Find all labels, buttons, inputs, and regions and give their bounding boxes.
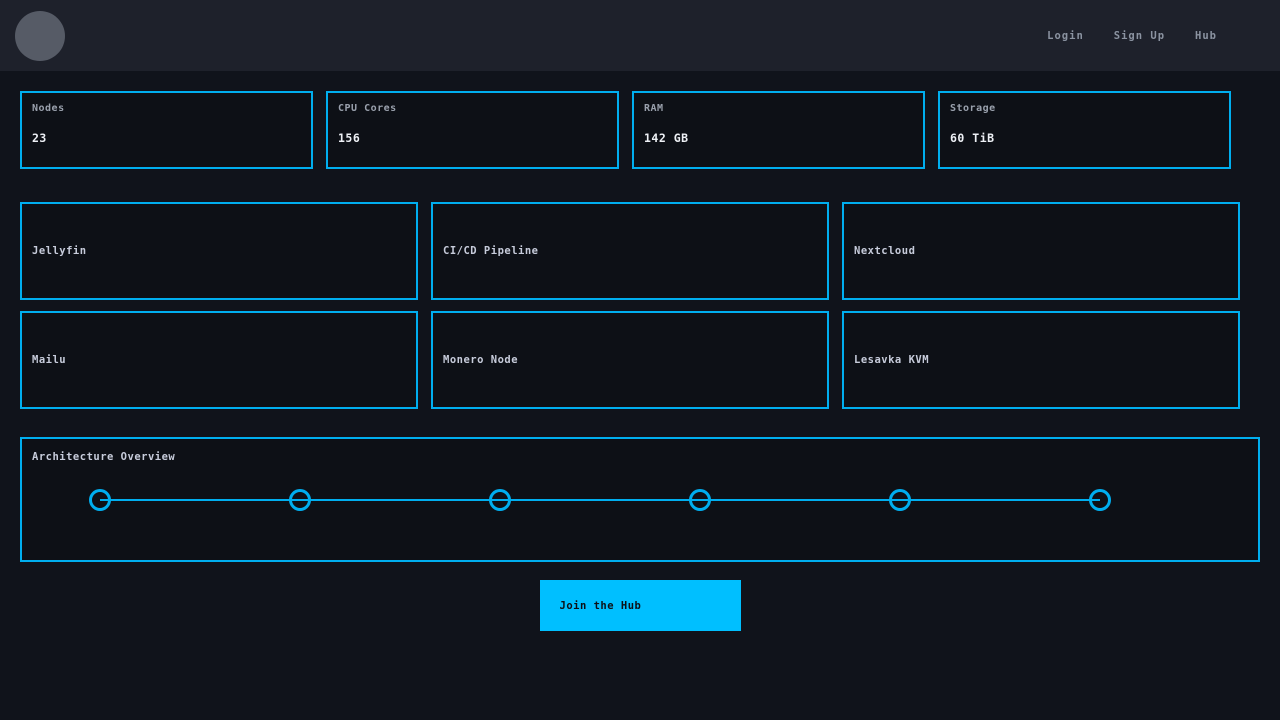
services-grid: Jellyfin CI/CD Pipeline Nextcloud Mailu …	[20, 202, 1240, 409]
connector-line	[100, 499, 1100, 501]
architecture-node	[89, 489, 111, 511]
architecture-title: Architecture Overview	[32, 451, 176, 463]
service-name: Mailu	[32, 354, 67, 366]
navbar: Login Sign Up Hub	[0, 0, 1280, 71]
nav-links: Login Sign Up Hub	[1047, 30, 1217, 42]
main-content: Nodes 23 CPU Cores 156 RAM 142 GB Storag…	[0, 91, 1280, 631]
logo-avatar[interactable]	[15, 10, 65, 61]
service-name: Jellyfin	[32, 245, 87, 257]
service-name: Monero Node	[443, 354, 519, 366]
stat-value: 60 TiB	[950, 131, 995, 145]
stat-card-storage: Storage 60 TiB	[938, 91, 1231, 169]
stat-label: Nodes	[32, 103, 65, 114]
architecture-node	[889, 489, 911, 511]
stat-value: 142 GB	[644, 131, 689, 145]
service-name: Nextcloud	[854, 245, 916, 257]
service-card-monero-node[interactable]: Monero Node	[431, 311, 829, 409]
service-name: Lesavka KVM	[854, 354, 930, 366]
stat-card-nodes: Nodes 23	[20, 91, 313, 169]
architecture-node	[289, 489, 311, 511]
architecture-overview-panel: Architecture Overview	[20, 437, 1260, 562]
stat-value: 23	[32, 131, 47, 145]
service-card-cicd-pipeline[interactable]: CI/CD Pipeline	[431, 202, 829, 300]
join-hub-button[interactable]: Join the Hub	[539, 580, 741, 631]
service-card-jellyfin[interactable]: Jellyfin	[20, 202, 418, 300]
stats-row: Nodes 23 CPU Cores 156 RAM 142 GB Storag…	[20, 91, 1280, 169]
service-card-nextcloud[interactable]: Nextcloud	[842, 202, 1240, 300]
nav-link-signup[interactable]: Sign Up	[1113, 29, 1166, 42]
service-card-lesavka-kvm[interactable]: Lesavka KVM	[842, 311, 1240, 409]
service-name: CI/CD Pipeline	[443, 245, 539, 257]
architecture-node	[1089, 489, 1111, 511]
stat-label: Storage	[950, 103, 996, 114]
nav-link-hub[interactable]: Hub	[1195, 29, 1217, 42]
stat-card-ram: RAM 142 GB	[632, 91, 925, 169]
stat-value: 156	[338, 131, 361, 145]
architecture-node	[689, 489, 711, 511]
stat-card-cpu-cores: CPU Cores 156	[326, 91, 619, 169]
architecture-node	[489, 489, 511, 511]
stat-label: CPU Cores	[338, 103, 397, 114]
stat-label: RAM	[644, 103, 664, 114]
service-card-mailu[interactable]: Mailu	[20, 311, 418, 409]
nav-link-login[interactable]: Login	[1047, 29, 1084, 42]
cta-container: Join the Hub	[0, 562, 1280, 631]
